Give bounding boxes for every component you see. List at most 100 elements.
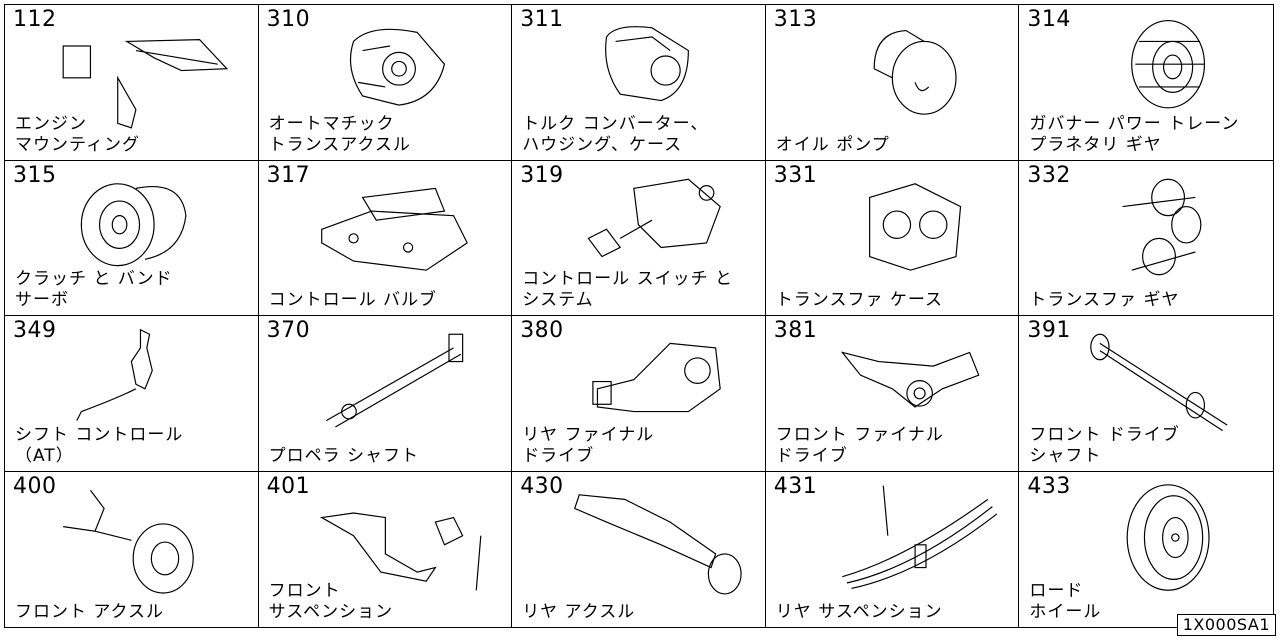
category-label: フロントサスペンション	[269, 581, 393, 623]
category-label: リヤ アクスル	[522, 602, 635, 623]
category-label-line: シャフト	[1029, 445, 1102, 466]
category-code: 381	[773, 318, 818, 343]
category-code: 311	[520, 7, 564, 32]
category-label-line: エンジン	[15, 113, 87, 134]
control-valve-icon	[320, 187, 468, 271]
transfer-gear-icon	[1122, 178, 1202, 275]
category-cell-431[interactable]: 431 リヤ サスペンション	[766, 471, 1020, 627]
category-cell-400[interactable]: 400 フロント アクスル	[5, 471, 259, 627]
category-cell-401[interactable]: 401 フロントサスペンション	[259, 471, 513, 627]
category-label: トランスファ ギヤ	[1029, 290, 1179, 311]
category-code: 391	[1027, 318, 1071, 343]
category-label-line: サスペンション	[268, 602, 394, 622]
category-code: 431	[773, 473, 818, 499]
category-code: 380	[520, 318, 564, 343]
category-code: 400	[13, 473, 57, 499]
category-label: エンジンマウンティング	[15, 114, 140, 156]
automatic-transaxle-icon	[349, 28, 445, 106]
category-code: 331	[773, 162, 818, 188]
category-code: 332	[1027, 162, 1071, 188]
category-label: コントロール スイッチ とシステム	[522, 269, 733, 311]
category-code: 313	[773, 7, 818, 32]
rear-final-drive-icon	[592, 342, 721, 413]
category-label-line: コントロール スイッチ と	[522, 269, 733, 289]
category-label: リヤ ファイナルドライブ	[522, 425, 654, 467]
category-cell-380[interactable]: 380 リヤ ファイナルドライブ	[512, 316, 766, 472]
shift-control-icon	[76, 328, 153, 421]
category-label-line: ハウジング、ケース	[522, 134, 683, 155]
category-label-line: プラネタリ ギヤ	[1029, 134, 1162, 155]
category-label: シフト コントロール（AT）	[15, 425, 183, 467]
category-cell-349[interactable]: 349 シフト コントロール（AT）	[5, 316, 259, 472]
category-label-line: フロント	[268, 581, 341, 601]
governor-planetary-gear-icon	[1131, 19, 1206, 109]
rear-axle-icon	[574, 493, 742, 594]
category-code: 314	[1027, 7, 1071, 32]
torque-converter-housing-icon	[605, 26, 690, 102]
category-label-line: オートマチック	[268, 113, 395, 134]
category-code: 433	[1027, 473, 1071, 499]
category-label-line: リヤ サスペンション	[775, 602, 943, 622]
category-code: 112	[13, 7, 57, 32]
front-suspension-icon	[319, 511, 482, 590]
category-label-line: トランスアクスル	[268, 134, 411, 155]
category-label-line: トランスファ ギヤ	[1029, 290, 1180, 310]
category-label: オートマチックトランスアクスル	[269, 114, 411, 156]
category-label-line: システム	[522, 290, 594, 310]
transfer-case-icon	[868, 182, 961, 271]
category-code: 319	[520, 162, 564, 188]
category-label-line: ドライブ	[522, 445, 595, 466]
category-label: オイル ポンプ	[776, 135, 890, 156]
engine-mounting-icon	[62, 39, 229, 129]
category-label-line: フロント アクスル	[15, 602, 165, 622]
category-code: 315	[13, 162, 57, 188]
category-label: フロント アクスル	[15, 602, 164, 623]
category-label: ロードホイール	[1029, 581, 1101, 623]
category-label-line: ホイール	[1029, 602, 1102, 622]
category-label-line: ドライブ	[775, 445, 848, 466]
category-label: リヤ サスペンション	[776, 602, 943, 623]
category-cell-332[interactable]: 332 トランスファ ギヤ	[1019, 161, 1273, 316]
category-cell-433[interactable]: 433 ロードホイール	[1019, 472, 1273, 628]
category-label-line: トランスファ ケース	[775, 290, 944, 310]
category-label-line: クラッチ と バンド	[15, 269, 173, 289]
rear-suspension-icon	[841, 485, 998, 589]
category-label-line: （AT）	[15, 445, 74, 466]
reference-code: 1X000SA1	[1176, 614, 1276, 636]
category-label-line: シフト コントロール	[15, 424, 184, 445]
oil-pump-icon	[873, 29, 957, 115]
category-cell-391[interactable]: 391 フロント ドライブシャフト	[1019, 316, 1273, 472]
category-label-line: プロペラ シャフト	[268, 445, 419, 466]
category-label-line: フロント ドライブ	[1029, 424, 1180, 445]
category-cell-370[interactable]: 370 プロペラ シャフト	[258, 316, 513, 472]
front-drive-shaft-icon	[1090, 333, 1228, 432]
category-label-line: トルク コンバーター、	[522, 113, 709, 134]
category-label: コントロール バルブ	[269, 290, 437, 311]
category-label-line: マウンティング	[15, 134, 140, 155]
category-code: 349	[13, 318, 57, 343]
front-final-drive-icon	[840, 351, 980, 408]
category-label-line: オイル ポンプ	[775, 134, 890, 155]
category-cell-331[interactable]: 331 トランスファ ケース	[765, 160, 1020, 316]
category-label: トルク コンバーター、ハウジング、ケース	[522, 114, 708, 156]
category-label-line: サーボ	[15, 290, 69, 310]
category-label: プロペラ シャフト	[269, 446, 419, 467]
category-code: 401	[266, 473, 311, 499]
category-code: 370	[266, 318, 311, 343]
category-cell-319[interactable]: 319 コントロール スイッチ とシステム	[512, 160, 766, 316]
road-wheel-icon	[1126, 483, 1210, 591]
category-cell-311[interactable]: 311 トルク コンバーター、ハウジング、ケース	[512, 5, 766, 161]
category-cell-313[interactable]: 313 オイル ポンプ	[765, 5, 1020, 161]
category-cell-112[interactable]: 112 エンジンマウンティング	[5, 5, 259, 161]
category-label-line: コントロール バルブ	[268, 290, 437, 310]
category-label-line: リヤ ファイナル	[522, 424, 655, 445]
category-label: ガバナー パワー トレーンプラネタリ ギヤ	[1029, 114, 1239, 156]
category-cell-315[interactable]: 315 クラッチ と バンドサーボ	[5, 160, 259, 316]
category-cell-314[interactable]: 314 ガバナー パワー トレーンプラネタリ ギヤ	[1019, 5, 1273, 161]
category-label: トランスファ ケース	[776, 290, 943, 311]
